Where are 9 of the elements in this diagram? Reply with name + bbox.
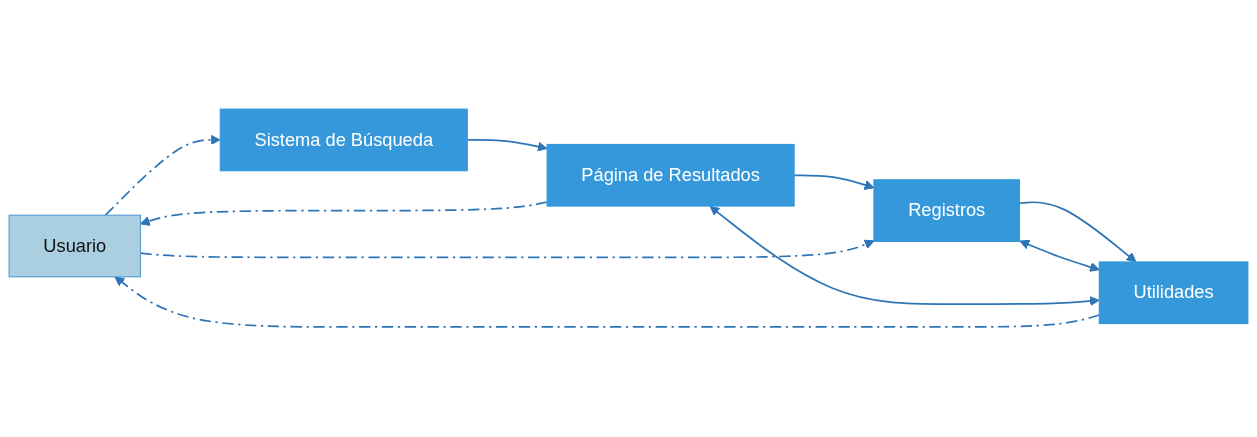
arrow [104, 135, 221, 217]
node-box: Usuario [8, 215, 141, 278]
node-box: Página de Resultados [546, 144, 795, 208]
node-box: Utilidades [1098, 261, 1249, 325]
node-box: Sistema de Búsqueda [219, 109, 468, 172]
arrow [140, 201, 548, 227]
arrow [709, 206, 1100, 307]
node-box: Registros [873, 179, 1021, 243]
arrow [1019, 240, 1100, 273]
